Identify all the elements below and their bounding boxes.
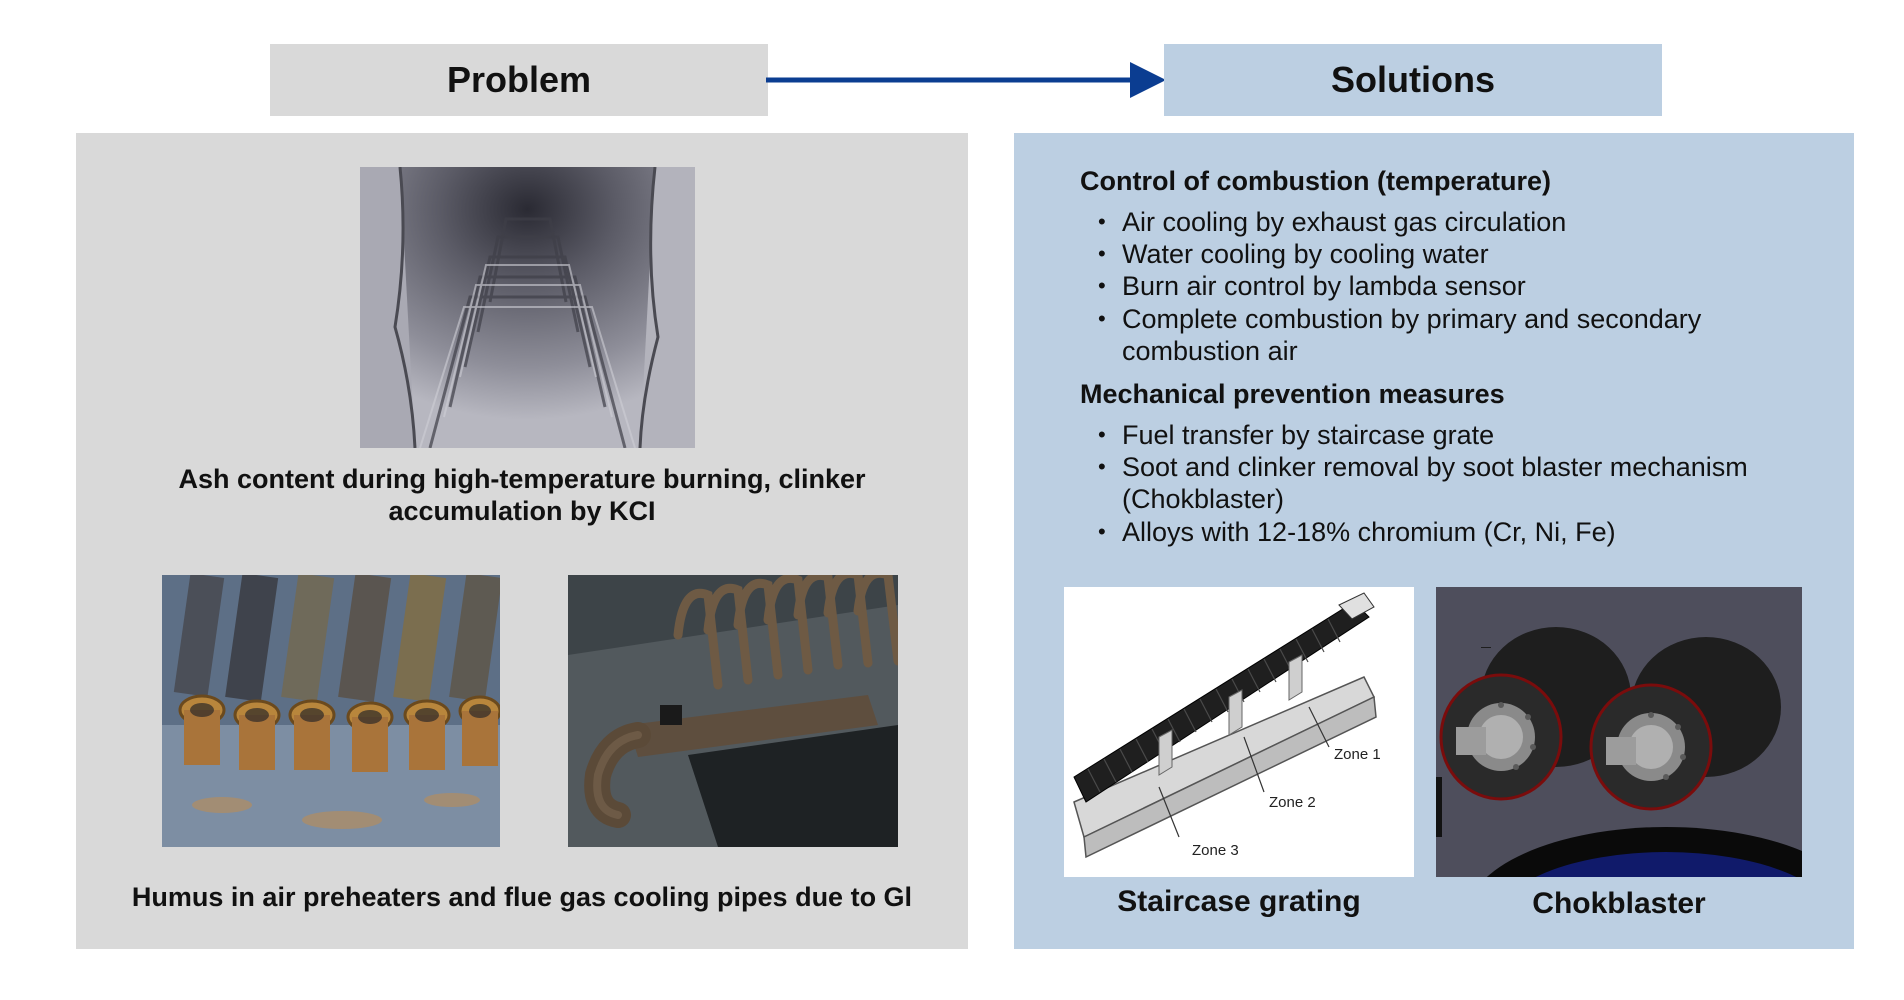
humus-caption: Humus in air preheaters and flue gas coo… (131, 882, 913, 912)
list-item: Soot and clinker removal by soot blaster… (1096, 451, 1796, 515)
solutions-header-label: Solutions (1331, 59, 1495, 100)
corroded-coil-photo (568, 575, 898, 847)
chokblaster-render (1436, 587, 1802, 877)
combustion-control-list: Air cooling by exhaust gas circulation W… (1096, 206, 1796, 367)
mechanical-measures-list: Fuel transfer by staircase grate Soot an… (1096, 419, 1796, 548)
list-item: Fuel transfer by staircase grate (1096, 419, 1796, 451)
ash-caption: Ash content during high-temperature burn… (178, 464, 866, 526)
combustion-control-heading: Control of combustion (temperature) (1080, 166, 1551, 196)
staircase-grate-drawing: Zone 1 Zone 2 Zone 3 (1064, 587, 1414, 877)
list-item: Complete combustion by primary and secon… (1096, 303, 1796, 367)
problem-header-label: Problem (446, 59, 592, 100)
chokblaster-caption: Chokblaster (1532, 887, 1706, 920)
zone3-label: Zone 3 (1192, 842, 1239, 859)
corroded-pipes-photo (162, 575, 500, 847)
ash-shaft-photo (360, 167, 695, 448)
right-arrow-icon (766, 62, 1166, 98)
zone1-label: Zone 1 (1334, 746, 1381, 763)
list-item: Burn air control by lambda sensor (1096, 270, 1796, 302)
list-item: Water cooling by cooling water (1096, 238, 1796, 270)
solutions-panel: Control of combustion (temperature) Air … (1014, 133, 1854, 949)
list-item: Air cooling by exhaust gas circulation (1096, 206, 1796, 238)
problem-panel: Ash content during high-temperature burn… (76, 133, 968, 949)
zone2-label: Zone 2 (1269, 794, 1316, 811)
mechanical-measures-heading: Mechanical prevention measures (1080, 379, 1505, 409)
staircase-caption: Staircase grating (1117, 885, 1361, 918)
list-item: Alloys with 12-18% chromium (Cr, Ni, Fe) (1096, 516, 1796, 548)
problem-header: Problem (270, 44, 768, 116)
solutions-header: Solutions (1164, 44, 1662, 116)
